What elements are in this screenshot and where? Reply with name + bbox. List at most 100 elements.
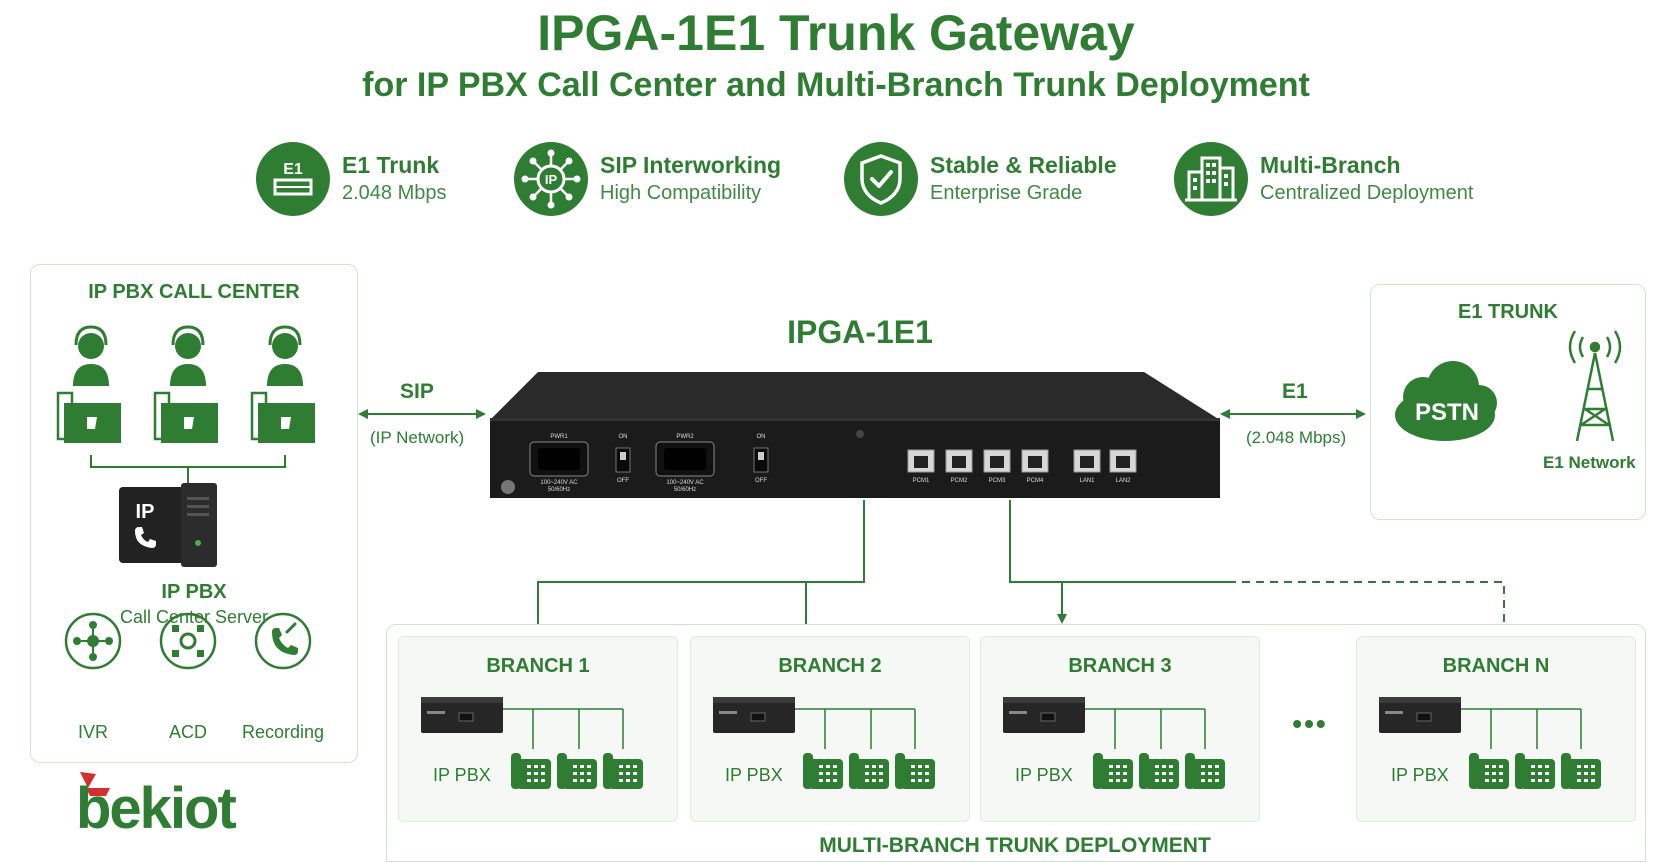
agent-workstation-icon [250,325,315,443]
ip-network-icon: IP [514,142,588,216]
branch-pbx-label: IP PBX [1391,765,1449,785]
cell-tower-icon [1568,330,1622,442]
gateway-device: PWR1 PWR2 ON ON OFF OFF 100~240V AC 50/6… [486,370,1222,502]
branch-card: BRANCH 1 IP PBX [398,636,678,822]
on-label: ON [619,434,628,440]
branch-card: BRANCH N IP PBX [1356,636,1636,822]
ac-rating-label: 100~240V AC [540,480,578,486]
branch-title: BRANCH N [1442,655,1550,677]
port-label: PCM1 [913,478,930,484]
port-label: LAN1 [1079,478,1095,484]
pstn-label: PSTN [1415,399,1479,426]
server-title: IP PBX [161,581,227,603]
phone-icon [895,753,935,789]
branch-title: BRANCH 3 [1068,655,1172,677]
feature-subtitle: 2.048 Mbps [342,182,447,204]
branch-graphics [421,697,643,789]
branch-card: BRANCH 2 IP PBX [690,636,970,822]
e1-icon: E1 [256,142,330,216]
off-label: OFF [755,478,767,484]
feature-title: Stable & Reliable [930,152,1117,178]
branchn-dashed-link [1228,581,1505,624]
port-label: PCM4 [1027,478,1044,484]
e1-trunk-title: E1 TRUNK [1457,301,1558,323]
pstn-cloud-icon: PSTN [1395,361,1497,441]
feature-subtitle: Centralized Deployment [1260,182,1474,204]
ip-pbx-server-icon: IP [119,483,217,567]
call-center-graphics: IP [56,325,315,670]
e1-label: E1 [1282,380,1308,403]
brand-logo: bekiot [76,768,296,841]
page-subtitle: for IP PBX Call Center and Multi-Branch … [362,66,1310,104]
phone-icon [1515,753,1555,789]
agent-workstation-icon [56,325,121,443]
call-center-title: IP PBX CALL CENTER [88,281,300,303]
phone-icon [511,753,551,789]
branch-graphics [713,697,935,789]
call-center-panel: IP PBX CALL CENTER [30,264,358,763]
off-label: OFF [617,478,629,484]
server-badge: IP [136,501,155,523]
phone-icon [603,753,643,789]
more-branches-ellipsis: ••• [1292,708,1328,739]
branch-pbx-label: IP PBX [725,765,783,785]
on-label: ON [757,434,766,440]
pwr2-label: PWR2 [676,434,694,440]
branch-graphics [1003,697,1225,789]
pwr1-label: PWR1 [550,434,568,440]
acd-label: ACD [168,722,207,742]
port-label: PCM3 [989,478,1006,484]
ivr-icon [64,612,122,670]
agent-workstation-icon [153,325,218,443]
branch-pbx-icon [421,697,503,733]
e1-network-label: E1 Network [1543,453,1636,472]
feature-title: Multi-Branch [1260,152,1401,178]
branch-title: BRANCH 2 [778,655,882,677]
feature-title: SIP Interworking [600,152,782,178]
acd-icon [159,612,217,670]
branch-title: BRANCH 1 [486,655,590,677]
branch-pbx-icon [713,697,795,733]
branch-graphics [1379,697,1601,789]
feature-subtitle: Enterprise Grade [930,182,1083,204]
server-subtitle: Call Center Server [119,607,269,627]
phone-icon [1469,753,1509,789]
branch-pbx-label: IP PBX [1015,765,1073,785]
hz-rating-label: 50/60Hz [674,487,696,493]
branch-link-line [1009,500,1228,583]
shield-icon [844,142,918,216]
branches-footer-title: MULTI-BRANCH TRUNK DEPLOYMENT [819,834,1211,857]
phone-icon [1139,753,1179,789]
gateway-name: IPGA-1E1 [787,314,933,350]
phone-icon [803,753,843,789]
sip-sublabel: (IP Network) [370,428,465,447]
phone-icon [1185,753,1225,789]
phone-icon [1093,753,1133,789]
e1-trunk-graphics: PSTN [1395,330,1622,442]
port-label: LAN2 [1115,478,1131,484]
recording-label: Recording [241,722,325,742]
phone-icon [849,753,889,789]
buildings-icon [1174,142,1248,216]
feature-title: E1 Trunk [342,152,440,178]
branch-pbx-icon [1003,697,1085,733]
page-title: IPGA-1E1 Trunk Gateway [537,5,1135,61]
brand-logo-text: bekiot [76,776,236,838]
branch-link-line [537,500,865,624]
branch-card: BRANCH 3 IP PBX [980,636,1260,822]
ac-rating-label: 100~240V AC [666,480,704,486]
sip-label: SIP [400,380,434,403]
branch-pbx-label: IP PBX [433,765,491,785]
branch-pbx-icon [1379,697,1461,733]
hz-rating-label: 50/60Hz [548,487,570,493]
feature-subtitle: High Compatibility [600,182,762,204]
e1-trunk-panel: E1 TRUNK PSTN E1 Network [1370,284,1646,520]
e1-sublabel: (2.048 Mbps) [1246,428,1347,447]
ip-icon-badge: IP [545,172,558,187]
phone-icon [1561,753,1601,789]
recording-icon [254,612,312,670]
port-label: PCM2 [951,478,968,484]
e1-icon-badge: E1 [283,161,303,178]
phone-icon [557,753,597,789]
ivr-label: IVR [77,722,108,742]
